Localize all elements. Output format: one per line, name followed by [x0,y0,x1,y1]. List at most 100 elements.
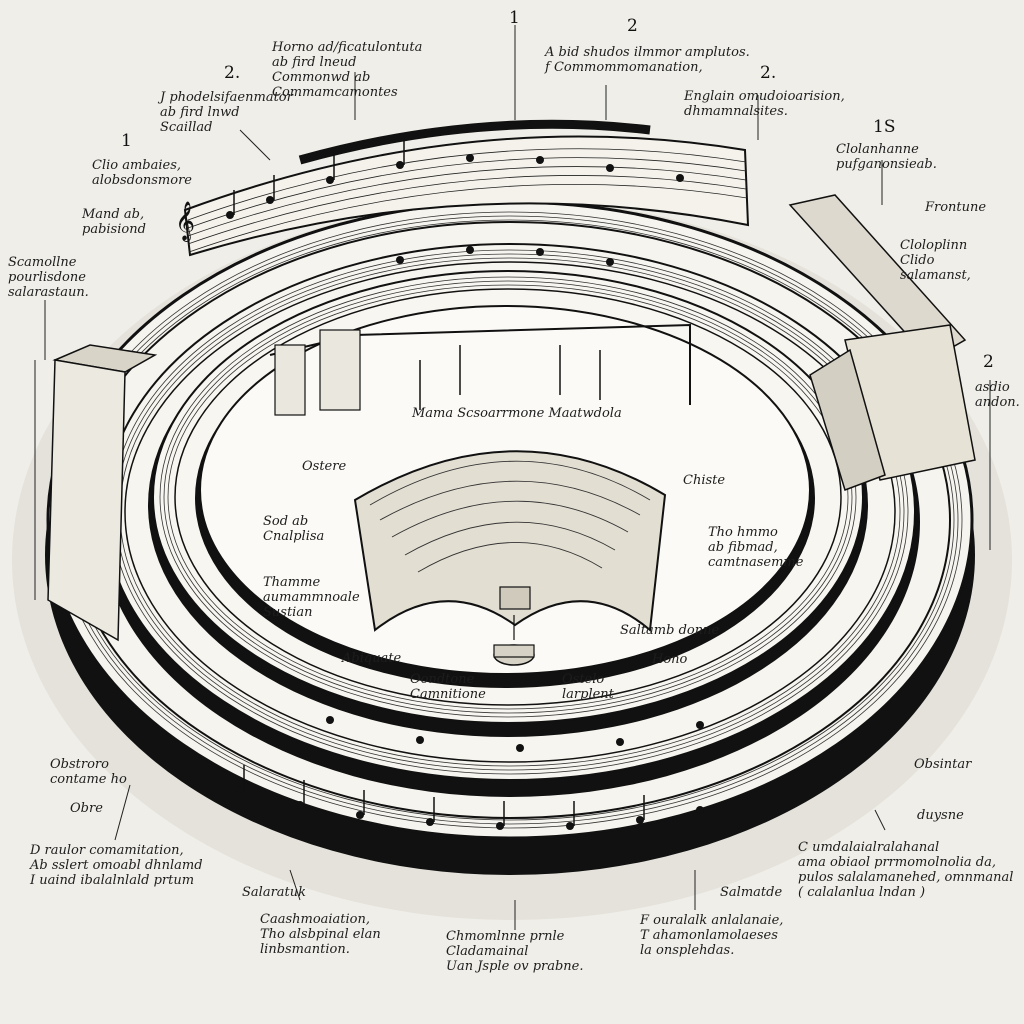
label-left-mid-label: Clio ambaies,alobsdonsmore [92,158,192,188]
label-line: Caashmoaiation, [260,912,371,927]
label-line: A bid shudos ilmmor amplutos. [545,45,750,60]
label-line: T ahamonlamolaeses [640,928,778,943]
label-line: ab fibmad, [708,540,778,555]
label-line: Frontune [925,200,987,215]
label-line: camtnasemme [708,555,804,570]
label-line: pabisiond [82,222,146,237]
label-line: Uan Jsple ov prabne. [446,959,584,974]
callout-number-7: 2 [983,352,994,372]
label-line: salarastaun. [8,285,89,300]
label-center-right-saltamb: Saltamb donne [620,623,719,638]
label-line: ab fird lneud [272,55,357,70]
label-line: F ouralalk anlalanaie, [640,913,784,928]
label-line: Commonwd ab [272,70,371,85]
label-line: Clio ambaies, [92,158,182,173]
label-line: J phodelsifaenmator [160,90,293,105]
label-line: D raulor comamitation, [30,843,184,858]
label-line: Commamcamontes [272,85,398,100]
label-center-names: Mama Scsoarrmone Maatwdola [412,406,622,421]
label-line: Abiquate [342,651,402,666]
label-line: Salmatde [720,885,783,900]
label-line: Hono [652,652,688,667]
callout-number-3: 2. [224,63,241,83]
label-center-ostere: Ostere [302,459,346,474]
label-line: Chiste [683,473,726,488]
label-line: Horno ad/ficatulontuta [272,40,423,55]
label-line: duysne [917,808,964,823]
label-line: Camnitione [410,687,486,702]
label-line: Obstroro [50,757,109,772]
label-line: ab fird lnwd [160,105,240,120]
label-left-bottom-obre: Obre [70,801,103,816]
label-line: alobsdonsmore [92,173,192,188]
label-top-right-heading: Englain omudoioarision,dhmamnalsites. [684,89,845,119]
label-line: ( calalanlua lndan ) [798,885,926,900]
label-bottom-salaratuk: Salaratuk [242,885,306,900]
label-line: contame ho [50,772,127,787]
label-right-fronture: Frontune [925,200,986,215]
label-line: Ostelo [562,672,605,687]
label-right-bottom-duysne: duysne [917,808,964,823]
label-line: Clolanhanne [836,142,919,157]
label-line: Cnalplisa [263,529,325,544]
label-line: Clido [900,253,935,268]
label-line: Tho hmmo [708,525,778,540]
label-bottom-right-center: F ouralalk anlalanaie,T ahamonlamolaeses… [640,913,783,958]
label-line: C umdalaialralahanal [798,840,940,855]
label-line: Tho alsbpinal elan [260,927,381,942]
label-center-right-chiste: Chiste [683,473,725,488]
label-line: Scaillad [160,120,213,135]
label-line: Sod ab [263,514,309,529]
label-line: Thamme [263,575,321,590]
label-bottom-left-paragraph: D raulor comamitation,Ab sslert omoabl d… [30,843,203,888]
label-line: asdio [975,380,1010,395]
label-line: pourlisdone [8,270,86,285]
label-line: Obsintar [914,757,972,772]
callout-number-1: 1 [509,8,520,28]
callout-number-5: 1 [121,131,132,151]
label-line: salamanst, [900,268,971,283]
label-line: Chmomlnne prnle [446,929,565,944]
svg-text:𝄞: 𝄞 [175,201,195,242]
label-line: Scamollne [8,255,77,270]
label-top-center-heading: A bid shudos ilmmor amplutos.f Commommom… [545,45,750,75]
label-line: linbsmantion. [260,942,350,957]
label-line: pufganonsieab. [836,157,937,172]
label-line: Obre [70,801,103,816]
label-bottom-salmatde: Salmatde [720,885,782,900]
label-line: Saltamb donne [620,623,720,638]
label-line: Sustian [263,605,313,620]
callout-number-6: 1S [873,117,896,137]
label-center-right-hono: Hono [652,652,687,667]
label-line: Salaratuk [242,885,307,900]
label-line: Oondtone [410,672,475,687]
callout-number-4: 2. [760,63,777,83]
label-right-bottom-obsintar: Obsintar [914,757,971,772]
label-line: I uaind ibalalnlald prtum [30,873,195,888]
label-line: ama obiaol prrmomolnolia da, [798,855,996,870]
label-line: andon. [975,395,1020,410]
label-line: Mama Scsoarrmone Maatwdola [412,406,622,421]
label-line: Cloloplinn [900,238,968,253]
label-line: Ab sslert omoabl dhnlamd [30,858,203,873]
label-line: f Commommomanation, [545,60,703,75]
label-line: la onsplehdas. [640,943,735,958]
label-line: Cladamainal [446,944,529,959]
label-left-small-label: Mand ab,pabisiond [82,207,146,237]
